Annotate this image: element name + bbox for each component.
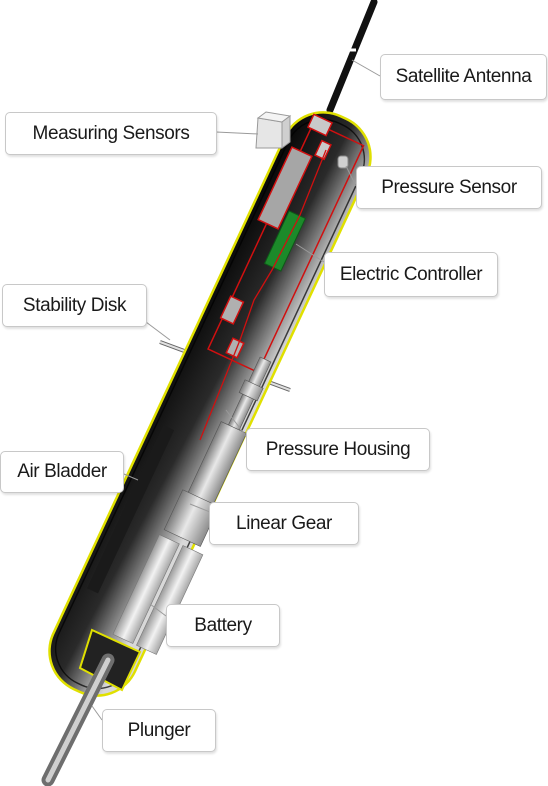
label-satellite-antenna: Satellite Antenna [380,54,547,100]
plunger [41,628,142,786]
pressure-housing-body [48,111,372,697]
label-electric-controller: Electric Controller [324,252,498,297]
label-pressure-housing: Pressure Housing [246,428,430,471]
linear-gear [163,356,272,547]
air-bladder [87,425,175,594]
label-linear-gear: Linear Gear [209,502,359,545]
measuring-sensor-cube [255,111,292,149]
leader-lines [91,59,381,721]
label-plunger: Plunger [102,709,216,752]
label-battery: Battery [166,604,280,647]
satellite-antenna [326,0,378,114]
label-air-bladder: Air Bladder [0,451,124,493]
electronics [199,113,334,441]
label-stability-disk: Stability Disk [2,284,147,327]
label-measuring-sensors: Measuring Sensors [5,112,217,155]
pressure-sensor-knob [337,155,349,169]
label-pressure-sensor: Pressure Sensor [356,166,542,209]
